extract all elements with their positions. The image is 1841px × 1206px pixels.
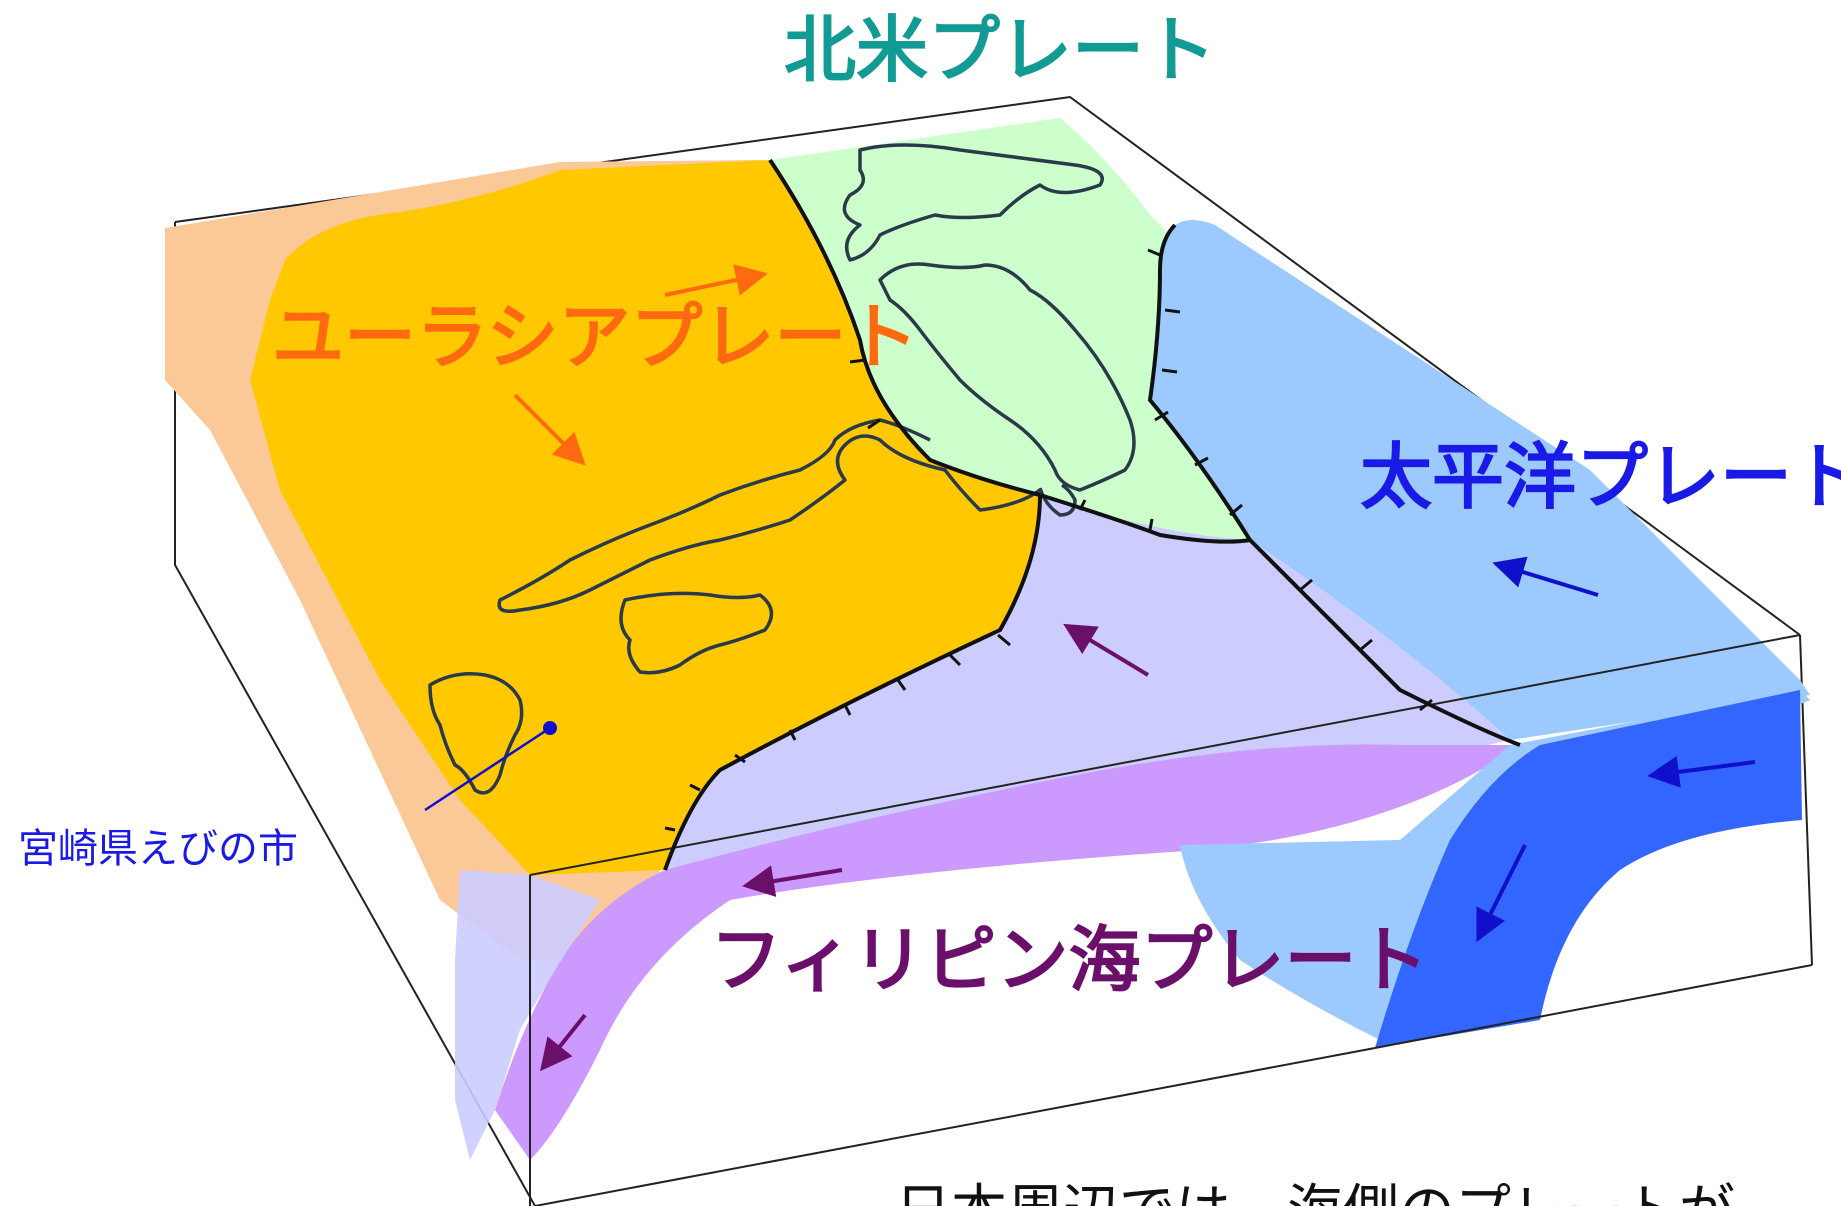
japan-coastline — [428, 143, 1136, 795]
city-label: 宮崎県えびの市 — [18, 826, 298, 872]
philippine-slab-region — [495, 744, 1520, 1160]
philippine-arrow-northwest — [1063, 623, 1150, 677]
city-leader-line — [424, 726, 551, 812]
philippine-side-region — [455, 870, 600, 1160]
north-american-plate-region — [770, 118, 1250, 540]
pacific-arrow-northwest — [1492, 556, 1599, 597]
pacific-plate-region — [1150, 220, 1810, 740]
philippine-slab-arrow-down — [540, 1013, 587, 1072]
pacific-slab-arrow-down — [1476, 844, 1527, 943]
city-marker-dot — [543, 721, 557, 735]
block-front-edges — [529, 634, 1813, 1206]
philippine-sea-plate-label: フィリピン海プレート — [710, 918, 1429, 1002]
eurasian-arrow-southeast — [513, 393, 586, 466]
eurasian-plate-label: ユーラシアプレート — [272, 295, 919, 379]
north-american-plate-label: 北米プレート — [784, 8, 1216, 92]
pacific-plate-label: 太平洋プレート — [1360, 435, 1841, 519]
pacific-deep-slab-region — [1375, 690, 1802, 1048]
pacific-slab-arrow-west — [1647, 756, 1756, 788]
caption-text: 日本周辺では、海側のプレートが — [895, 1179, 1735, 1206]
motion-arrows — [513, 264, 1756, 1072]
trench-ticks — [664, 248, 1433, 832]
eurasian-arrow-east — [664, 264, 768, 297]
philippine-slab-arrow-west — [742, 865, 843, 897]
eurasian-plate-region — [250, 160, 1040, 875]
plate-boundaries — [663, 158, 1521, 871]
